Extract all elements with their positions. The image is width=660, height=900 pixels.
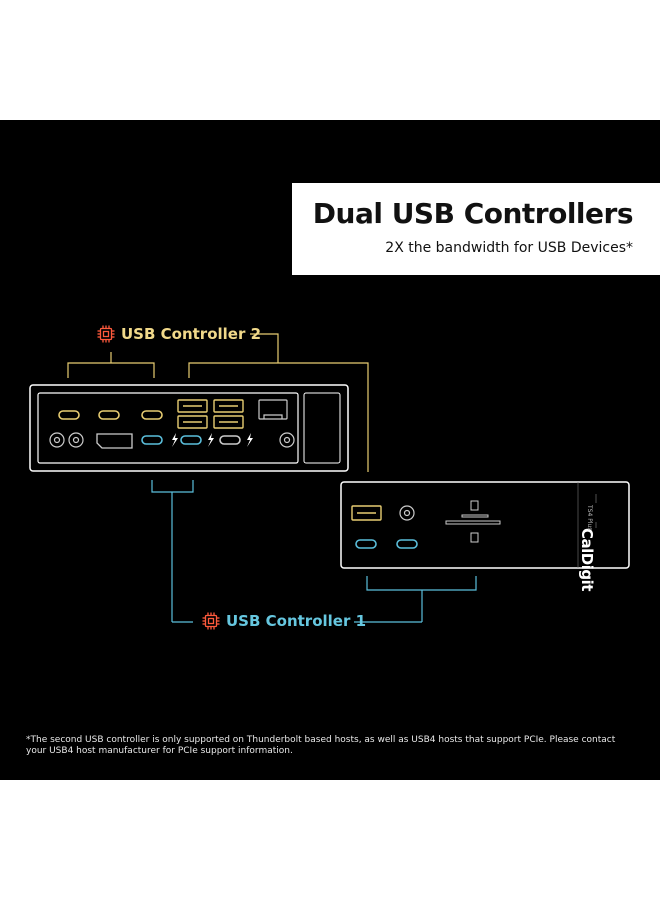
usb-a-port — [351, 505, 382, 521]
feature-panel: Dual USB Controllers 2X the bandwidth fo… — [0, 120, 660, 780]
usb-c-port — [355, 539, 418, 549]
controller-1-lines — [151, 480, 477, 623]
usb-a-port — [177, 399, 244, 429]
thunderbolt-icon — [172, 433, 253, 447]
controller-1-label: USB Controller 1 — [202, 612, 366, 630]
title-card: Dual USB Controllers 2X the bandwidth fo… — [292, 183, 660, 275]
ethernet-port — [258, 399, 288, 420]
usb-c-port — [141, 435, 241, 445]
chip-icon — [202, 612, 220, 630]
controller-1-text: USB Controller 1 — [226, 612, 367, 630]
audio-jack — [49, 432, 295, 448]
controller-2-lines — [67, 333, 369, 472]
displayport-port — [96, 433, 133, 449]
usb-c-port — [58, 410, 163, 420]
brand-logo: CalDigit — [578, 528, 596, 591]
audio-jack — [399, 505, 415, 521]
sd-card-slot — [445, 500, 501, 543]
model-label: TS4 Plus — [586, 505, 593, 531]
controller-2-label: USB Controller 2 — [97, 325, 261, 343]
footnote: *The second USB controller is only suppo… — [26, 735, 616, 756]
controller-2-text: USB Controller 2 — [121, 325, 262, 343]
rear-dock — [29, 384, 349, 472]
page-title: Dual USB Controllers — [312, 197, 634, 230]
chip-icon — [97, 325, 115, 343]
dock-illustration — [29, 333, 630, 623]
page-subtitle: 2X the bandwidth for USB Devices* — [385, 240, 633, 256]
front-dock — [340, 481, 630, 569]
